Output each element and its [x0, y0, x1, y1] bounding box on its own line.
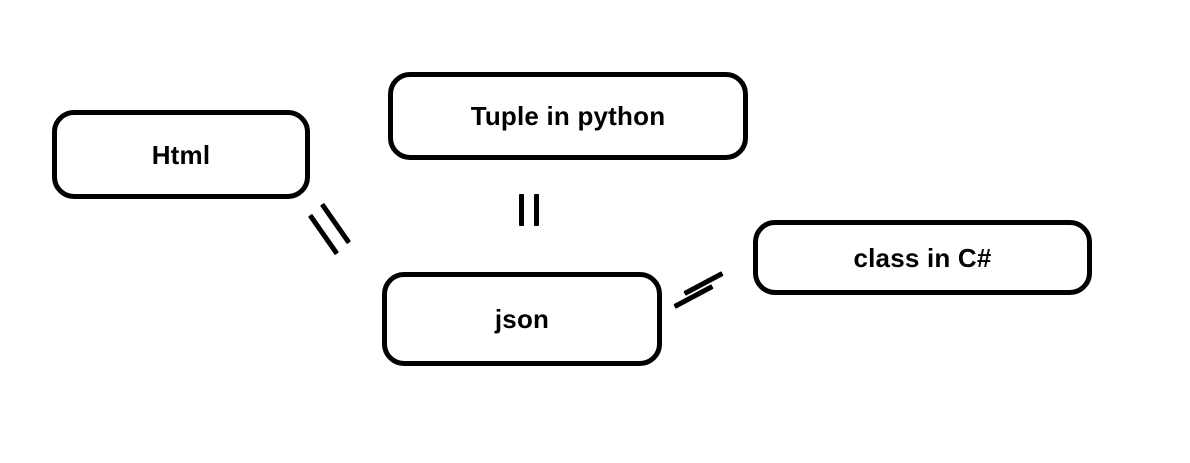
edge-html-json	[307, 196, 372, 260]
node-html-label: Html	[151, 139, 211, 170]
node-class-in-csharp[interactable]: class in C#	[753, 220, 1092, 295]
edge-tuple-json-line-1	[519, 194, 524, 226]
node-class-in-csharp-label: class in C#	[853, 242, 992, 273]
node-json[interactable]: json	[382, 272, 662, 366]
node-tuple-in-python[interactable]: Tuple in python	[388, 72, 748, 160]
node-json-label: json	[494, 304, 550, 334]
node-html[interactable]: Html	[52, 110, 310, 199]
edge-tuple-json-line-2	[534, 194, 539, 226]
edge-tuple-json	[512, 192, 546, 230]
edge-json-class	[673, 262, 740, 309]
node-tuple-in-python-label: Tuple in python	[470, 101, 666, 131]
